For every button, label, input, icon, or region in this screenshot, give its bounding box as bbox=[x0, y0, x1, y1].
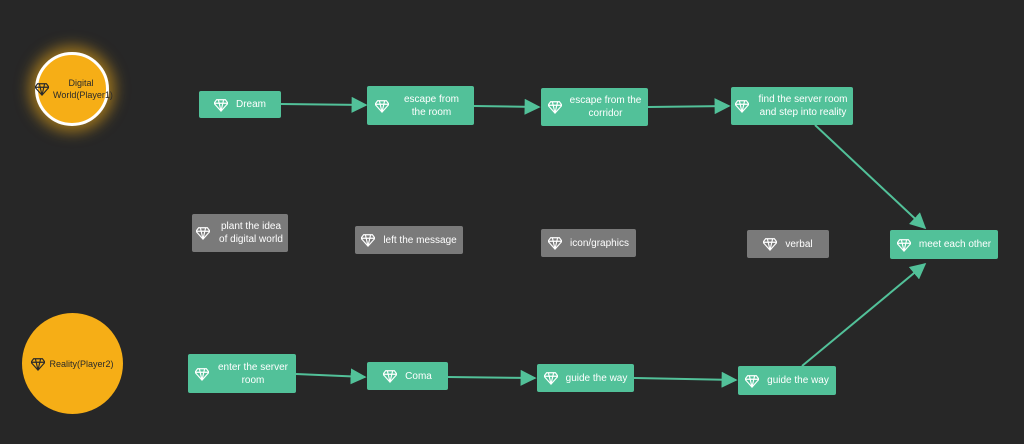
edge-escape-room-to-escape-corridor bbox=[473, 98, 541, 115]
diamond-icon bbox=[383, 370, 398, 383]
node-coma-label: Coma bbox=[405, 370, 432, 382]
diamond-icon bbox=[548, 237, 563, 250]
diamond-icon bbox=[763, 238, 778, 251]
node-icon-graphics-label: icon/graphics bbox=[570, 237, 629, 249]
edge-enter-server-to-coma bbox=[295, 368, 367, 385]
node-guide-way-1[interactable]: guide the way bbox=[537, 364, 634, 392]
diamond-icon bbox=[543, 372, 558, 385]
node-meet-each-other[interactable]: meet each other bbox=[890, 230, 998, 259]
player1-circle[interactable]: Digital World(Player1) bbox=[35, 52, 113, 126]
node-find-server-label: find the server room and step into reali… bbox=[758, 94, 848, 118]
edge-coma-to-guide-way-1 bbox=[447, 369, 537, 386]
node-icon-graphics[interactable]: icon/graphics bbox=[541, 229, 636, 257]
edge-dream-to-escape-room bbox=[280, 96, 368, 113]
diamond-icon bbox=[896, 238, 911, 252]
node-left-message[interactable]: left the message bbox=[355, 226, 463, 254]
edge-guide-way-2-to-meet bbox=[801, 262, 927, 367]
node-escape-room-label: escape from the room bbox=[403, 93, 460, 118]
diamond-icon bbox=[547, 101, 562, 114]
diamond-icon bbox=[195, 367, 209, 381]
node-escape-room[interactable]: escape from the room bbox=[367, 86, 474, 125]
diamond-icon bbox=[213, 98, 228, 112]
node-enter-server[interactable]: enter the server room bbox=[188, 354, 296, 393]
node-escape-corridor[interactable]: escape from the corridor bbox=[541, 88, 648, 126]
diamond-icon bbox=[196, 227, 210, 240]
node-dream[interactable]: Dream bbox=[199, 91, 281, 118]
node-dream-label: Dream bbox=[235, 99, 266, 110]
node-guide-way-2[interactable]: guide the way bbox=[738, 366, 836, 395]
diamond-icon bbox=[374, 99, 389, 113]
node-plant-idea[interactable]: plant the idea of digital world bbox=[192, 214, 288, 252]
node-enter-server-label: enter the server room bbox=[217, 361, 289, 386]
node-find-server[interactable]: find the server room and step into reali… bbox=[731, 87, 853, 125]
edge-escape-corridor-to-find-server bbox=[647, 98, 731, 115]
node-plant-idea-label: plant the idea of digital world bbox=[219, 221, 283, 245]
node-guide-way-2-label: guide the way bbox=[767, 375, 829, 386]
diamond-icon bbox=[745, 374, 760, 388]
diamond-icon bbox=[31, 357, 46, 371]
node-meet-each-other-label: meet each other bbox=[918, 239, 992, 250]
node-left-message-label: left the message bbox=[383, 234, 457, 246]
diamond-icon bbox=[35, 83, 49, 96]
edge-guide-way-1-to-guide-way-2 bbox=[633, 371, 738, 388]
node-verbal[interactable]: verbal bbox=[747, 230, 829, 258]
diamond-icon bbox=[735, 100, 749, 113]
node-escape-corridor-label: escape from the corridor bbox=[569, 95, 642, 119]
node-coma[interactable]: Coma bbox=[367, 362, 448, 390]
node-guide-way-1-label: guide the way bbox=[565, 372, 628, 384]
edge-find-server-to-meet bbox=[814, 124, 927, 230]
diamond-icon bbox=[361, 234, 376, 247]
node-verbal-label: verbal bbox=[785, 238, 813, 250]
player1-label: Digital World(Player1) bbox=[53, 78, 113, 100]
player2-circle[interactable]: Reality(Player2) bbox=[22, 313, 123, 414]
player2-label: Reality(Player2) bbox=[49, 358, 114, 369]
